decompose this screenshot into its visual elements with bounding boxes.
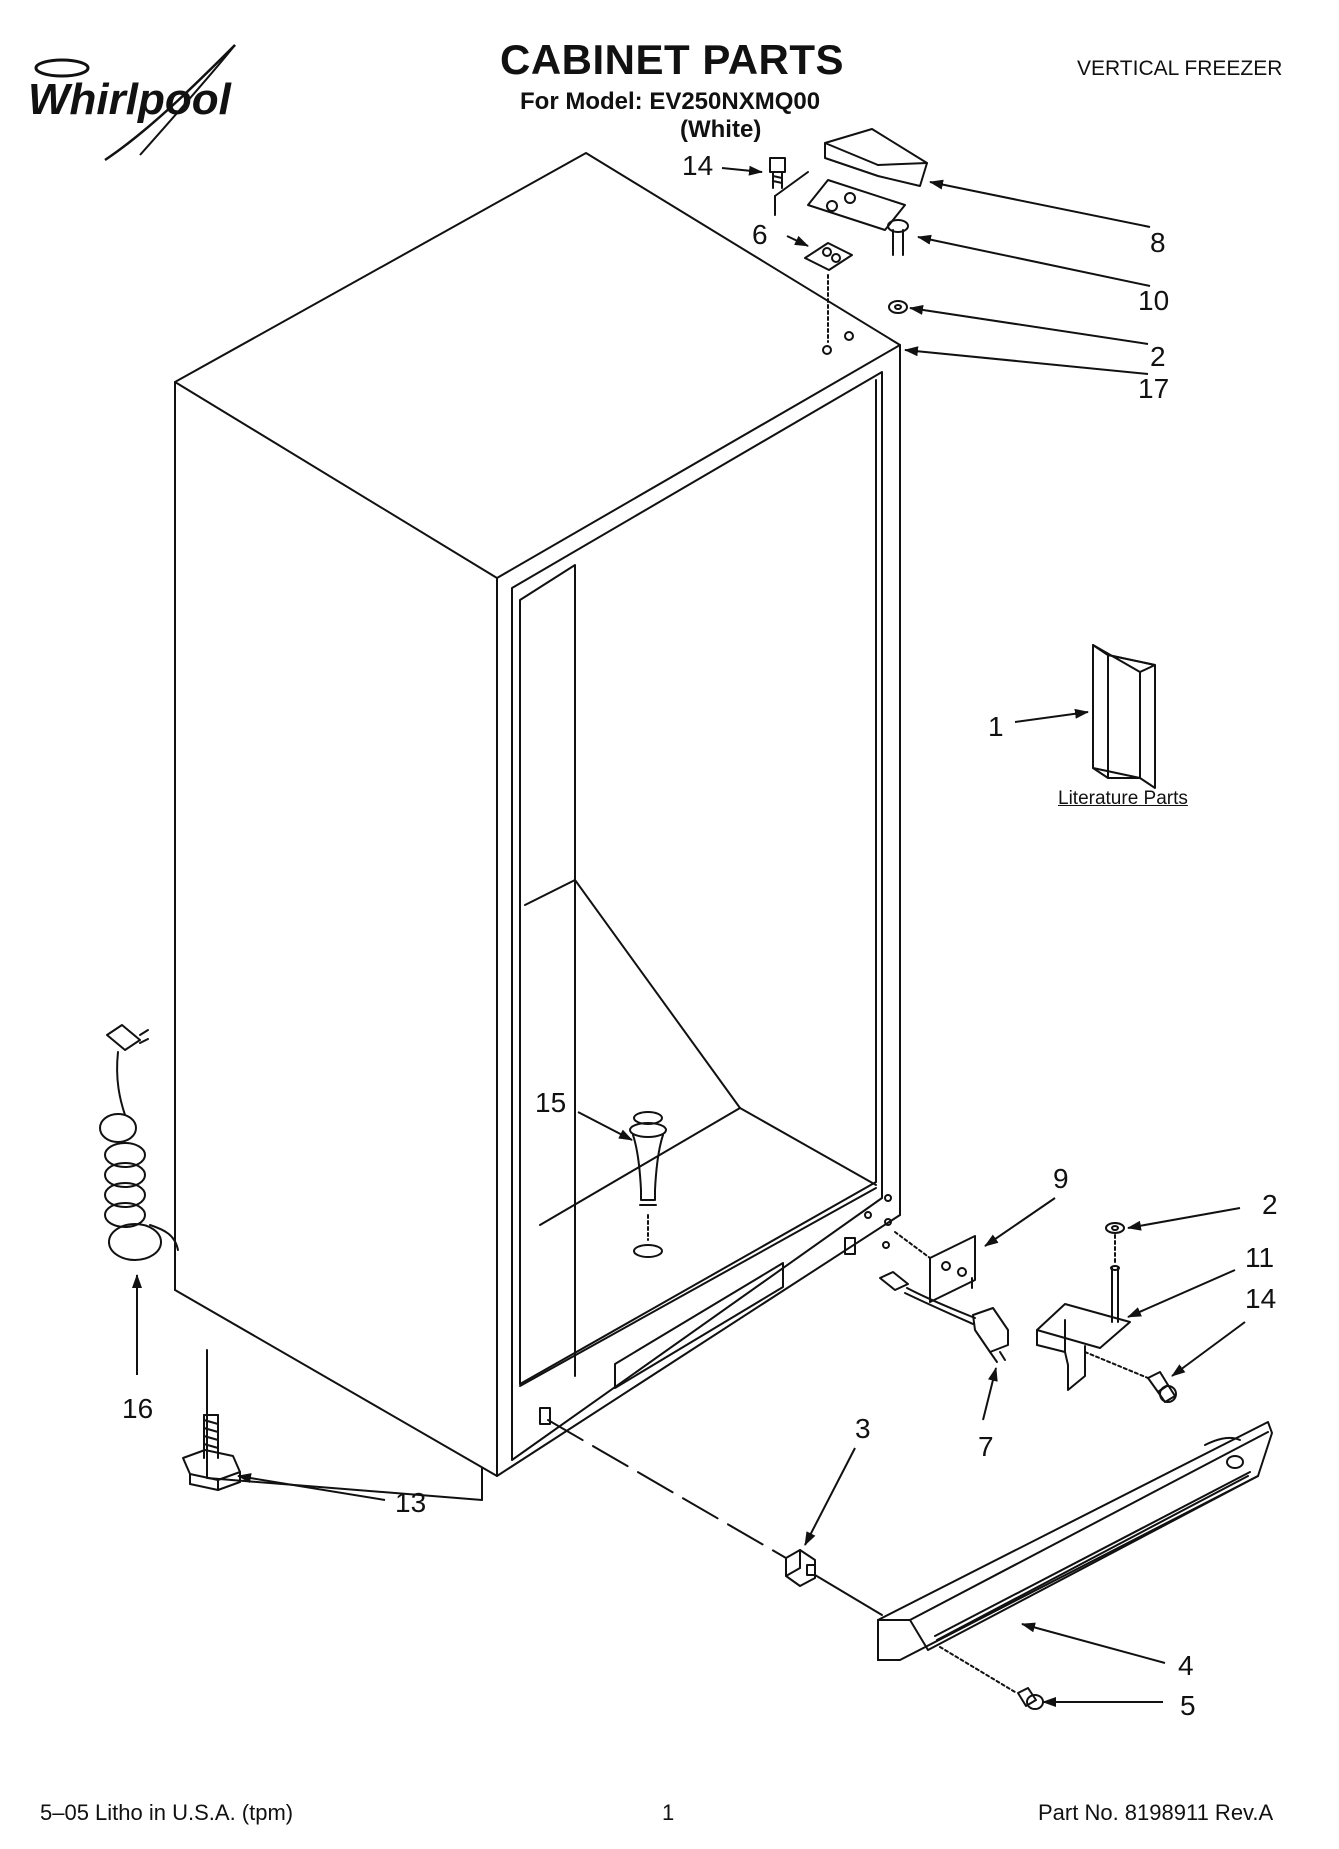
callout-11: 11: [1245, 1242, 1274, 1273]
leveling-leg: [182, 1414, 241, 1491]
callout-13: 13: [395, 1487, 426, 1518]
footer-litho: 5–05 Litho in U.S.A. (tpm): [40, 1800, 294, 1825]
door-switch: [879, 1271, 1009, 1363]
hinge-screw: [1147, 1371, 1177, 1403]
callout-8: 8: [1150, 227, 1166, 258]
callout-3: 3: [855, 1413, 871, 1444]
callout-14-top: 14: [682, 150, 713, 181]
literature-packet: [1092, 644, 1156, 789]
callout-15: 15: [535, 1087, 566, 1118]
base-grille: [877, 1421, 1273, 1661]
whirlpool-logo: Whirlpool: [28, 44, 236, 162]
grille-clip: [785, 1549, 816, 1587]
cabinet-body: [174, 152, 901, 1501]
product-category: VERTICAL FREEZER: [1077, 57, 1283, 80]
callout-10: 10: [1138, 285, 1169, 316]
callout-numbers: 14 6 8 10 2 17 1 15 9 2 11 14 16 7 3 13 …: [122, 150, 1278, 1721]
model-color: (White): [680, 116, 762, 143]
bottom-hinge: [1036, 1222, 1149, 1391]
callout-5: 5: [1180, 1690, 1196, 1721]
model-number: For Model: EV250NXMQ00: [520, 88, 821, 115]
callout-16: 16: [122, 1393, 153, 1424]
hinge-plate: [894, 1231, 976, 1303]
callout-leaders: [132, 165, 1246, 1707]
callout-2-bottom: 2: [1262, 1189, 1278, 1220]
callout-1: 1: [988, 711, 1004, 742]
callout-9: 9: [1053, 1163, 1069, 1194]
footer-part-number: Part No. 8198911 Rev.A: [1038, 1800, 1274, 1825]
whirlpool-logo-lettering: Whirlpool: [28, 75, 232, 124]
drain-tube: [629, 1111, 667, 1258]
callout-14-bottom: 14: [1245, 1283, 1276, 1314]
power-cord: [99, 1024, 179, 1261]
literature-parts-label: Literature Parts: [1058, 788, 1188, 809]
callout-7: 7: [978, 1431, 994, 1462]
grille-screw: [939, 1646, 1044, 1710]
page-title: CABINET PARTS: [500, 36, 845, 83]
callout-6: 6: [752, 219, 768, 250]
top-hinge-assembly: [769, 128, 928, 343]
callout-4: 4: [1178, 1650, 1194, 1681]
callout-17: 17: [1138, 373, 1169, 404]
footer-page-number: 1: [662, 1800, 675, 1825]
callout-2-top: 2: [1150, 341, 1166, 372]
